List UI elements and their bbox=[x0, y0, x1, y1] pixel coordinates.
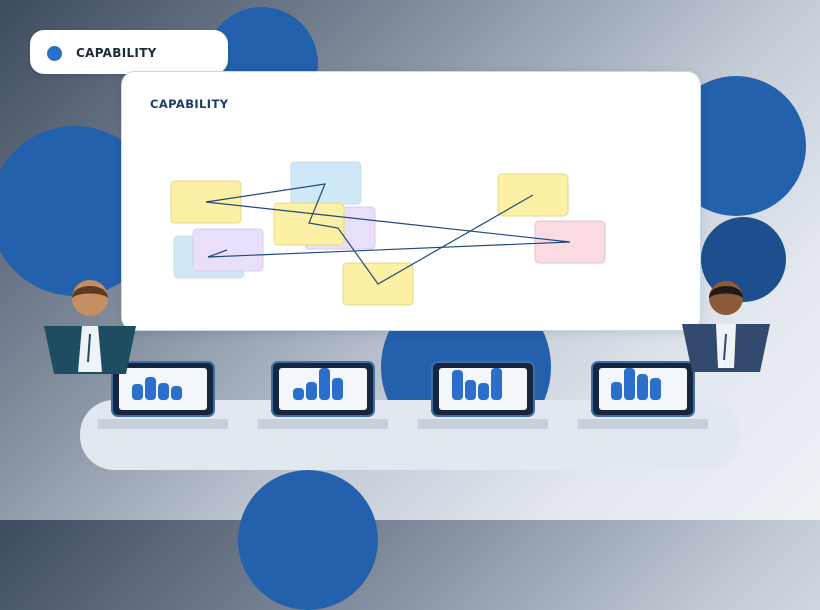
laptop bbox=[591, 361, 695, 417]
capability-badge: CAPABILITY bbox=[30, 30, 228, 74]
head bbox=[72, 280, 108, 316]
person-right bbox=[682, 281, 770, 372]
bar-chart-icon bbox=[132, 377, 182, 400]
bar-chart-icon bbox=[293, 368, 343, 400]
laptop bbox=[271, 361, 375, 417]
capability-badge-label: CAPABILITY bbox=[76, 46, 157, 60]
sticky-note bbox=[273, 202, 345, 246]
bar-chart-icon bbox=[611, 368, 661, 400]
laptop-base bbox=[258, 419, 388, 429]
bar-chart-icon bbox=[452, 368, 502, 400]
sticky-note bbox=[290, 161, 362, 205]
shirt bbox=[78, 326, 102, 372]
laptop-screen bbox=[279, 368, 367, 410]
presentation-board: CAPABILITY bbox=[121, 71, 701, 331]
laptop bbox=[431, 361, 535, 417]
laptop-base bbox=[578, 419, 708, 429]
tie bbox=[87, 333, 91, 363]
laptop bbox=[111, 361, 215, 417]
hair bbox=[709, 286, 743, 298]
sticky-note-diagram bbox=[170, 161, 606, 306]
background-circle-bottom bbox=[238, 470, 378, 610]
laptop-screen bbox=[439, 368, 527, 410]
person-left bbox=[44, 280, 136, 374]
laptop-screen bbox=[599, 368, 687, 410]
laptop-base bbox=[98, 419, 228, 429]
tie bbox=[723, 333, 727, 361]
hair bbox=[72, 286, 108, 298]
connector-line bbox=[205, 201, 571, 258]
sticky-note bbox=[192, 228, 264, 272]
connector-line bbox=[205, 183, 534, 285]
circle-dot-icon bbox=[47, 46, 62, 61]
laptop-screen bbox=[119, 368, 207, 410]
laptop-base bbox=[418, 419, 548, 429]
board-title: CAPABILITY bbox=[150, 97, 229, 111]
